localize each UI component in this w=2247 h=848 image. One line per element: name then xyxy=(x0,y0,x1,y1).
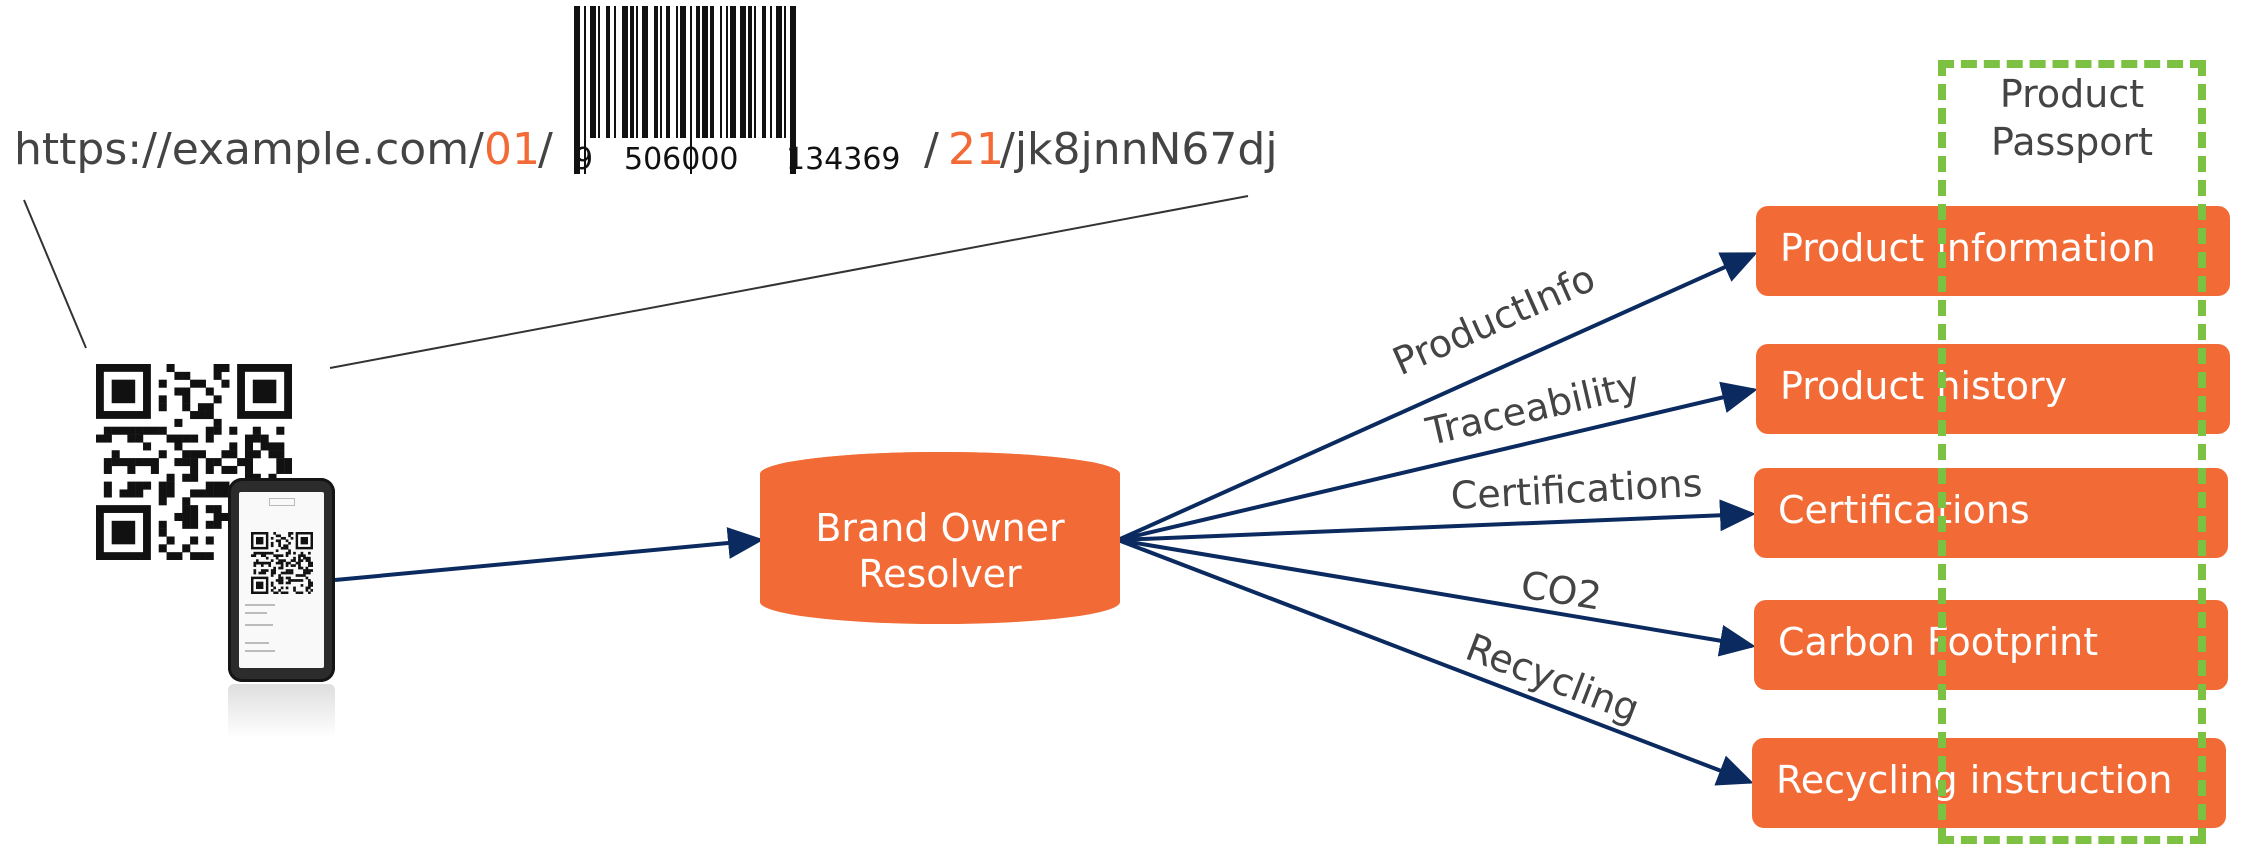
phone-screen xyxy=(239,492,324,668)
box-product-history: Product history xyxy=(1756,344,2230,434)
box-product-information: Product information xyxy=(1756,206,2230,296)
url-to-qr-right-line xyxy=(329,195,1249,369)
resolver-label-line: Brand Owner xyxy=(815,506,1065,550)
arrow-recycling xyxy=(1117,538,1754,786)
arrow-co2 xyxy=(1117,538,1756,657)
url-slash: / xyxy=(538,124,553,175)
resolver-label: Brand Owner Resolver xyxy=(760,505,1120,597)
url-to-qr-left-line xyxy=(23,199,87,349)
arrow-product-info xyxy=(1117,252,1758,542)
url-ai-gtin: 01 xyxy=(484,124,540,175)
url-slash: / xyxy=(924,124,939,175)
barcode-digit-first: 9 xyxy=(574,142,594,177)
arrow-certifications xyxy=(1117,499,1756,542)
phone-qr-code xyxy=(251,532,313,594)
arrow-traceability xyxy=(1117,381,1758,542)
url-ai-serial: 21 xyxy=(948,124,1004,175)
url-prefix: https://example.com/ xyxy=(14,124,484,175)
url-serial: /jk8jnnN67dj xyxy=(1000,124,1278,175)
box-recycling-instruction: Recycling instruction xyxy=(1752,738,2226,828)
barcode-image: 9 506000 134369 xyxy=(568,6,940,182)
box-label: Certifications xyxy=(1778,488,2030,532)
passport-title-line: Product xyxy=(1999,72,2145,116)
box-label: Product information xyxy=(1780,226,2156,270)
product-passport-title: Product Passport xyxy=(1938,70,2206,166)
box-certifications: Certifications xyxy=(1754,468,2228,558)
resolver-label-line: Resolver xyxy=(858,552,1022,596)
resolver-cylinder-shape xyxy=(760,452,1120,624)
smartphone-image xyxy=(228,478,335,682)
box-label: Recycling instruction xyxy=(1776,758,2173,802)
barcode-digits-right: 134369 xyxy=(786,142,901,177)
phone-reflection xyxy=(228,684,335,738)
barcode-digits-left: 506000 xyxy=(624,142,739,177)
product-passport-frame xyxy=(1938,60,2206,844)
phone-to-resolver-arrow xyxy=(334,527,764,582)
box-label: Product history xyxy=(1780,364,2068,408)
passport-title-line: Passport xyxy=(1991,120,2153,164)
